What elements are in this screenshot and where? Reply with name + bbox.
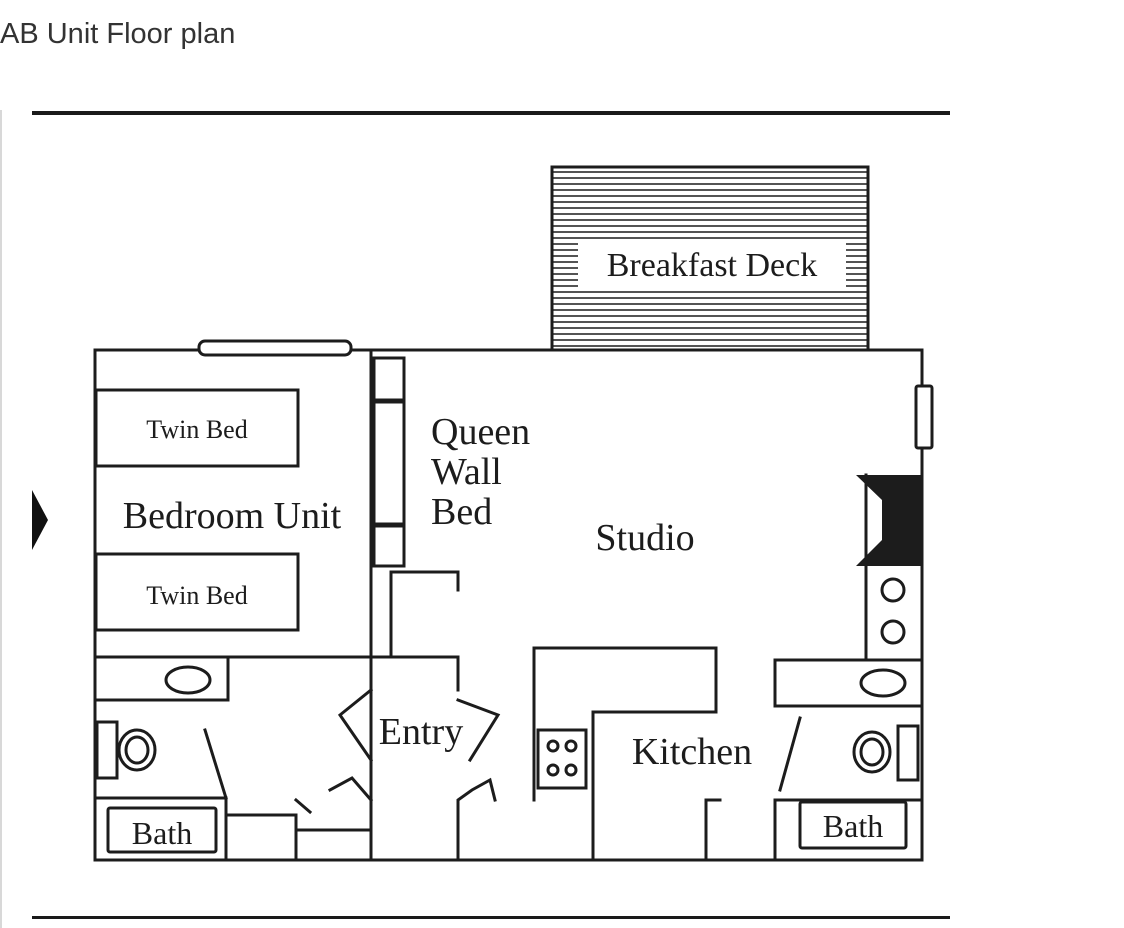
twin-bed-bottom-label: Twin Bed <box>146 581 247 610</box>
wall-bed-cabinet-bottom <box>372 524 406 568</box>
kitchen-stub <box>704 798 722 862</box>
burner-2 <box>564 739 578 753</box>
fireplace-icon <box>856 475 922 566</box>
queen-wall-bed-line-1: Queen <box>431 411 530 453</box>
appliance-knob-2 <box>880 619 906 645</box>
closet-left <box>224 813 298 862</box>
wall-bed-cabinet-mid <box>372 400 406 526</box>
entry-wall-top <box>389 570 460 592</box>
door-swing-left <box>203 728 228 800</box>
kitchen-counter <box>532 646 718 862</box>
wall-bed-cabinet-top <box>372 356 406 402</box>
burner-4 <box>564 763 578 777</box>
entry-door-left <box>337 687 374 763</box>
toilet-right-icon <box>852 730 892 774</box>
toilet-left-icon <box>117 728 157 772</box>
bath-right-label-box <box>798 800 908 850</box>
door-swing-right <box>778 716 802 792</box>
studio-label: Studio <box>595 517 694 559</box>
twin-bed-top-label: Twin Bed <box>146 415 247 444</box>
bath-left-label-box <box>106 806 218 854</box>
breakfast-deck-outline <box>550 165 870 352</box>
page-title: AB Unit Floor plan <box>0 18 236 50</box>
entry-door-right <box>456 777 497 862</box>
bath-right-label: Bath <box>823 808 883 844</box>
queen-wall-bed-line-3: Bed <box>431 491 492 533</box>
breakfast-deck-label-bg <box>578 240 846 290</box>
burner-3 <box>546 763 560 777</box>
stove-icon <box>536 728 588 790</box>
burner-1 <box>546 739 560 753</box>
toilet-tank-right <box>896 724 920 782</box>
closet-door-a <box>293 797 313 815</box>
entry-door-arc <box>456 698 501 763</box>
entry-wall-mid <box>369 655 460 692</box>
twin-bed-bottom <box>94 552 300 632</box>
vanity-right <box>773 658 924 708</box>
toilet-tank-left <box>95 720 119 780</box>
window-top <box>197 339 353 357</box>
bath-right-wall <box>773 798 924 862</box>
bedroom-unit-label: Bedroom Unit <box>123 495 342 537</box>
top-divider <box>32 111 950 115</box>
entry-label: Entry <box>379 711 463 753</box>
bottom-divider <box>32 916 950 919</box>
vanity-left <box>93 655 230 702</box>
breakfast-deck-label: Breakfast Deck <box>607 247 818 284</box>
kitchen-label: Kitchen <box>632 731 752 773</box>
twin-bed-top <box>94 388 300 468</box>
content-left-border <box>0 110 2 928</box>
queen-wall-bed-line-2: Wall <box>431 451 502 493</box>
bath-left-label: Bath <box>132 815 192 851</box>
toilet-left-inner <box>124 735 150 765</box>
sink-right-icon <box>859 668 907 698</box>
window-right <box>914 384 934 450</box>
toilet-right-inner <box>859 737 885 767</box>
closet-door-b <box>327 776 374 803</box>
sink-left-icon <box>164 665 212 695</box>
previous-arrow-icon[interactable] <box>32 490 48 550</box>
appliance-knob-1 <box>880 577 906 603</box>
outer-wall <box>93 348 924 862</box>
